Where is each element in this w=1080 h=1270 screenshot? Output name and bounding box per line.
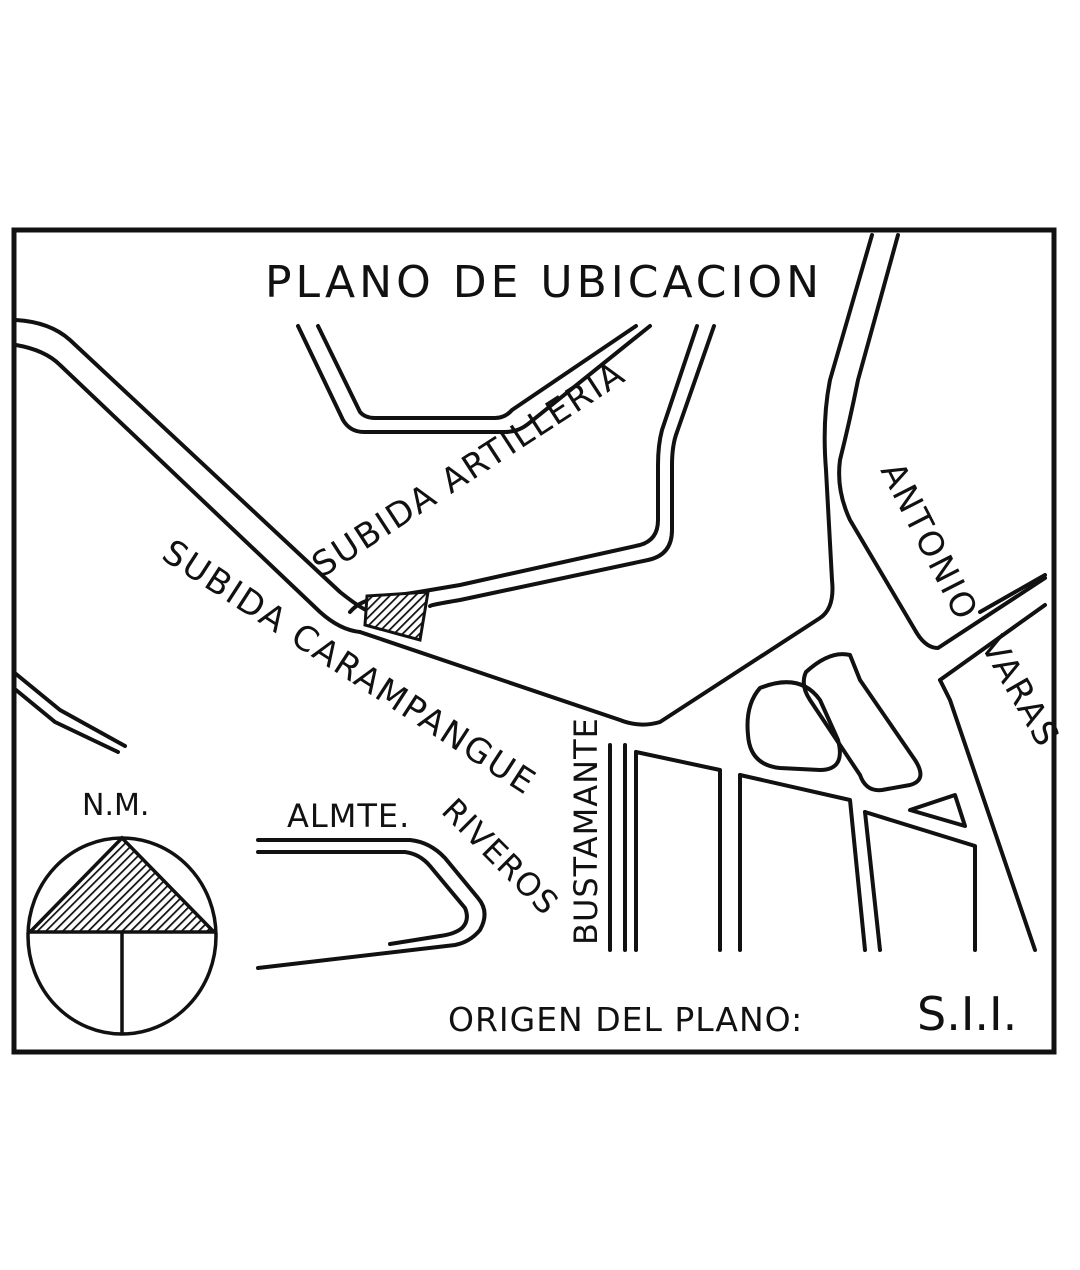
label-antonio: ANTONIO <box>872 456 986 628</box>
road-almte-riveros <box>256 838 487 970</box>
origin-label: ORIGEN DEL PLANO: <box>448 1000 803 1039</box>
label-bustamante: BUSTAMANTE <box>567 717 605 945</box>
label-riveros: RIVEROS <box>434 791 566 923</box>
map-frame <box>11 227 1057 1055</box>
map-title: PLANO DE UBICACION <box>265 257 823 308</box>
road-antonio-varas <box>837 233 1047 952</box>
city-blocks <box>608 652 977 952</box>
label-almte: ALMTE. <box>287 797 410 835</box>
road-subida-carampangue <box>14 233 874 727</box>
road-lower-left <box>14 672 127 754</box>
north-arrow: N.M. <box>25 788 219 1036</box>
label-subida-carampangue: SUBIDA CARAMPANGUE <box>155 532 543 804</box>
north-label: N.M. <box>82 788 149 823</box>
origin-value: S.I.I. <box>917 987 1017 1041</box>
label-subida-artilleria: SUBIDA ARTILLERIA <box>305 353 633 585</box>
north-triangle-icon <box>25 835 219 934</box>
hatched-parcel <box>363 590 430 642</box>
